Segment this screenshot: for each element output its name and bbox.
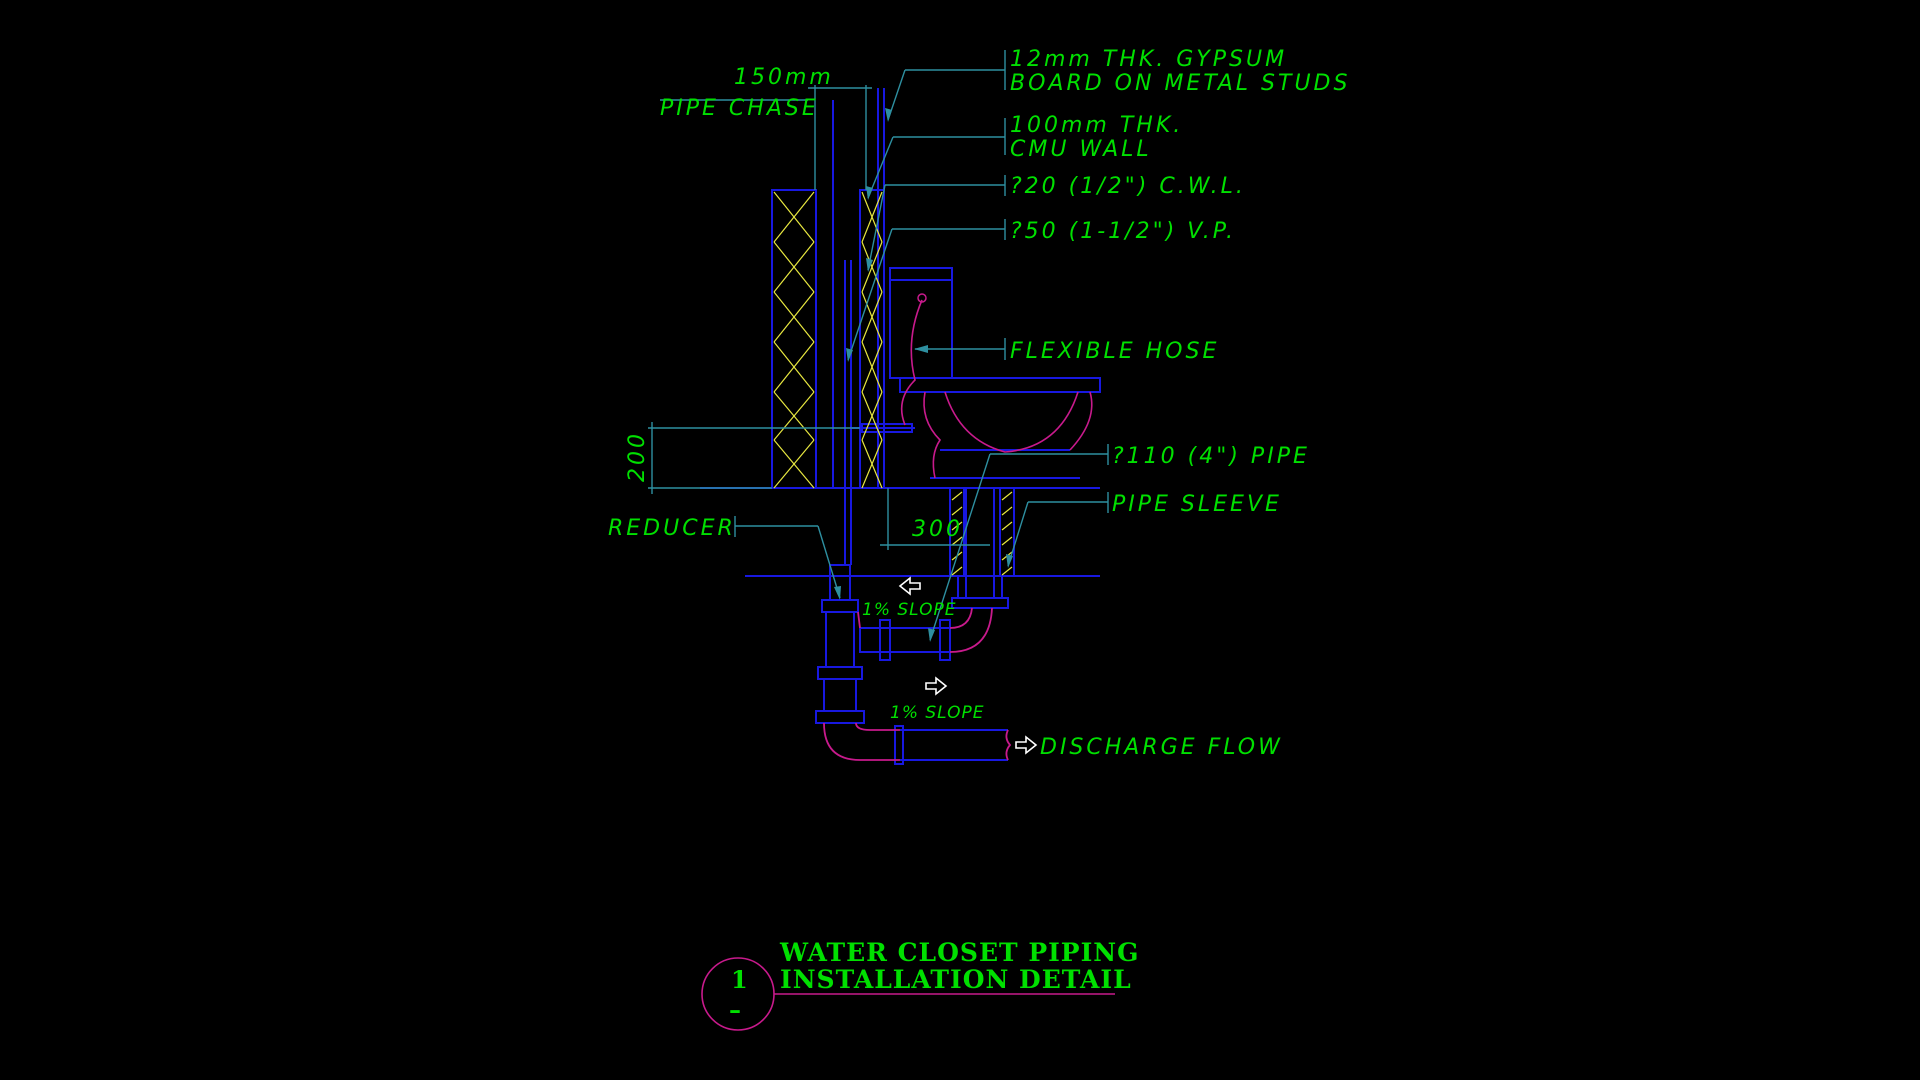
cmu-hatch (773, 191, 815, 489)
bowl-outline (900, 299, 1093, 479)
pipe-chase-label: PIPE CHASE (660, 96, 819, 121)
wall-structure (700, 88, 1100, 577)
water-closet (889, 267, 1101, 479)
chase-width-label: 150mm (734, 65, 834, 90)
arrow-left-icon (898, 576, 921, 596)
sheet-reference: – (729, 995, 741, 1024)
arrow-right-icon (1015, 735, 1038, 755)
stud-hatch (861, 191, 883, 489)
drain-piping (815, 564, 1008, 765)
wall-hatch (773, 191, 883, 489)
pipe-sleeve (949, 487, 1015, 609)
pipe-110-label: ?110 (4") PIPE (1112, 444, 1310, 469)
hose-fitting (917, 293, 927, 303)
flow-arrows (898, 576, 1038, 755)
detail-number: 1 (731, 965, 748, 994)
dim-200-label: 200 (625, 431, 650, 482)
title-line1: WATER CLOSET PIPING (779, 938, 1140, 967)
slope-upper-label: 1% SLOPE (862, 600, 957, 620)
cmu-label-line1: 100mm THK. (1010, 113, 1183, 138)
slope-lower-label: 1% SLOPE (890, 703, 985, 723)
gypsum-label-line1: 12mm THK. GYPSUM (1010, 47, 1287, 72)
gypsum-label-line2: BOARD ON METAL STUDS (1010, 71, 1350, 96)
cwl-label: ?20 (1/2") C.W.L. (1010, 174, 1246, 199)
discharge-flow-label: DISCHARGE FLOW (1040, 735, 1283, 760)
vent-pipe-label: ?50 (1-1/2") V.P. (1010, 219, 1236, 244)
cmu-label-line2: CMU WALL (1010, 137, 1152, 162)
arrow-right-icon (925, 676, 948, 696)
drain-bends (823, 607, 1012, 761)
dim-300-label: 300 (912, 517, 963, 542)
title-block: 1 – WATER CLOSET PIPING INSTALLATION DET… (701, 938, 1140, 1031)
pipe-sleeve-label: PIPE SLEEVE (1112, 492, 1282, 517)
title-line2: INSTALLATION DETAIL (780, 965, 1132, 994)
flexible-hose-label: FLEXIBLE HOSE (1010, 339, 1219, 364)
leader-arrowheads (834, 108, 1013, 642)
reducer-label: REDUCER (608, 516, 736, 541)
